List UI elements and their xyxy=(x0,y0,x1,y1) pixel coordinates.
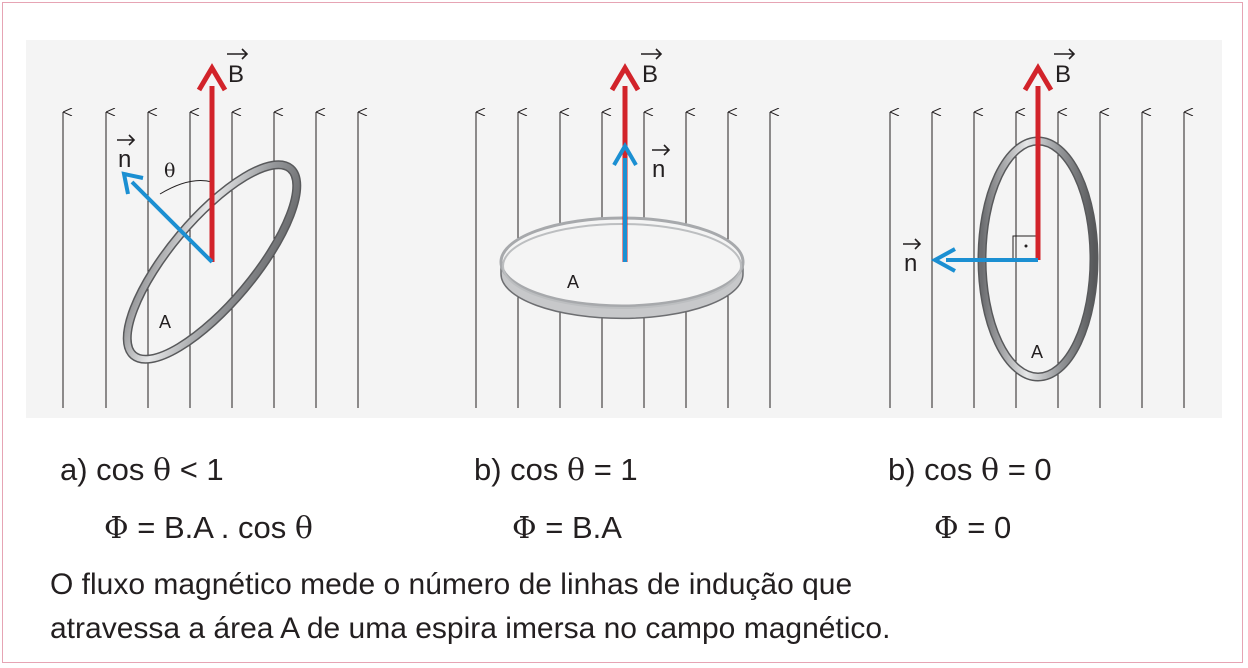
formula-a-text: = B.A . cos xyxy=(128,510,295,545)
caption-a-theta: θ xyxy=(153,453,172,488)
normal-label-c: n xyxy=(903,238,922,277)
footnote-line-1: O fluxo magnético mede o número de linha… xyxy=(50,568,853,601)
field-vector-c xyxy=(1022,63,1054,260)
formula-a-phi: Φ xyxy=(104,511,129,546)
field-vector-a xyxy=(196,63,228,262)
svg-text:n: n xyxy=(652,156,665,183)
svg-text:B: B xyxy=(642,61,658,88)
angle-label-a: θ xyxy=(164,160,175,182)
area-label-a: A xyxy=(159,312,171,332)
svg-text:n: n xyxy=(904,250,917,277)
formula-c-phi: Φ xyxy=(934,511,959,546)
formula-c-text: = 0 xyxy=(958,510,1012,545)
panel-b: B n A xyxy=(475,48,770,408)
right-angle-marker-c xyxy=(1012,235,1037,260)
area-label-c: A xyxy=(1031,342,1043,362)
normal-vector-c xyxy=(930,247,1038,273)
normal-label-a: n xyxy=(117,134,136,173)
caption-c-relation: = 0 xyxy=(999,452,1052,487)
formula-a: Φ = B.A . cos θ xyxy=(104,512,313,544)
formula-a-theta: θ xyxy=(294,511,313,546)
field-label-a: B xyxy=(227,48,249,88)
caption-b-text: b) cos xyxy=(474,452,568,487)
caption-c-theta: θ xyxy=(981,453,1000,488)
svg-text:B: B xyxy=(1055,61,1071,88)
formula-b-phi: Φ xyxy=(512,511,537,546)
caption-b-relation: = 1 xyxy=(585,452,638,487)
svg-text:B: B xyxy=(228,61,244,88)
svg-text:n: n xyxy=(118,146,131,173)
caption-a-text: a) cos xyxy=(60,452,154,487)
area-label-b: A xyxy=(567,272,579,292)
caption-c: b) cos θ = 0 xyxy=(888,454,1052,486)
panel-a: B n θ A xyxy=(62,48,358,408)
loop-ring-a xyxy=(122,160,302,364)
normal-vector-a xyxy=(121,171,214,264)
caption-a: a) cos θ < 1 xyxy=(60,454,224,486)
caption-b: b) cos θ = 1 xyxy=(474,454,638,486)
normal-vector-b xyxy=(612,142,638,262)
formula-b: Φ = B.A xyxy=(512,512,622,544)
normal-label-b: n xyxy=(652,144,671,183)
loop-ring-b xyxy=(499,216,745,320)
caption-c-text: b) cos xyxy=(888,452,982,487)
angle-arc-a xyxy=(159,180,213,195)
panel-c: B n A xyxy=(889,48,1184,408)
formula-c: Φ = 0 xyxy=(934,512,1011,544)
footnote-line-2: atravessa a área A de uma espira imersa … xyxy=(50,612,891,645)
field-label-b: B xyxy=(641,48,663,88)
caption-b-theta: θ xyxy=(567,453,586,488)
formula-b-text: = B.A xyxy=(536,510,622,545)
caption-a-relation: < 1 xyxy=(171,452,224,487)
field-label-c: B xyxy=(1054,48,1076,88)
